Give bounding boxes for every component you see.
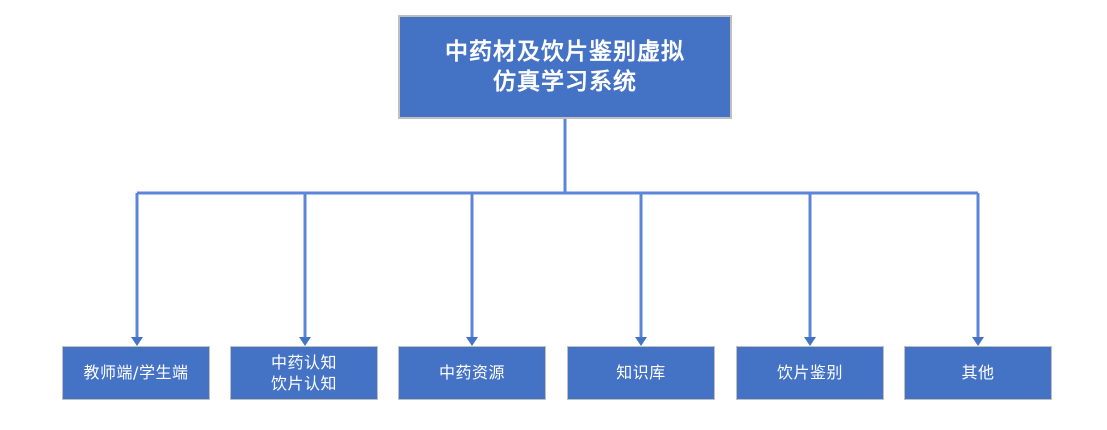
leaf-node-4[interactable]: 知识库 bbox=[567, 346, 715, 400]
leaf-node-5[interactable]: 饮片鉴别 bbox=[736, 346, 884, 400]
arrowhead-1 bbox=[131, 337, 143, 346]
leaf-node-5-label: 饮片鉴别 bbox=[776, 363, 843, 383]
leaf-node-3[interactable]: 中药资源 bbox=[398, 346, 546, 400]
root-node[interactable]: 中药材及饮片鉴别虚拟 仿真学习系统 bbox=[398, 15, 732, 119]
leaf-node-2[interactable]: 中药认知 饮片认知 bbox=[230, 346, 378, 400]
leaf-node-1-label: 教师端/学生端 bbox=[83, 363, 189, 383]
leaf-node-6[interactable]: 其他 bbox=[904, 346, 1052, 400]
leaf-node-6-label: 其他 bbox=[961, 363, 995, 383]
leaf-node-3-label: 中药资源 bbox=[438, 363, 505, 383]
root-node-label: 中药材及饮片鉴别虚拟 仿真学习系统 bbox=[445, 38, 685, 95]
arrowhead-4 bbox=[635, 337, 647, 346]
arrowhead-3 bbox=[466, 337, 478, 346]
leaf-node-1[interactable]: 教师端/学生端 bbox=[62, 346, 210, 400]
leaf-node-2-label: 中药认知 饮片认知 bbox=[270, 352, 337, 393]
leaf-node-4-label: 知识库 bbox=[616, 363, 666, 383]
arrowhead-5 bbox=[804, 337, 816, 346]
arrowhead-6 bbox=[972, 337, 984, 346]
arrowhead-2 bbox=[299, 337, 311, 346]
